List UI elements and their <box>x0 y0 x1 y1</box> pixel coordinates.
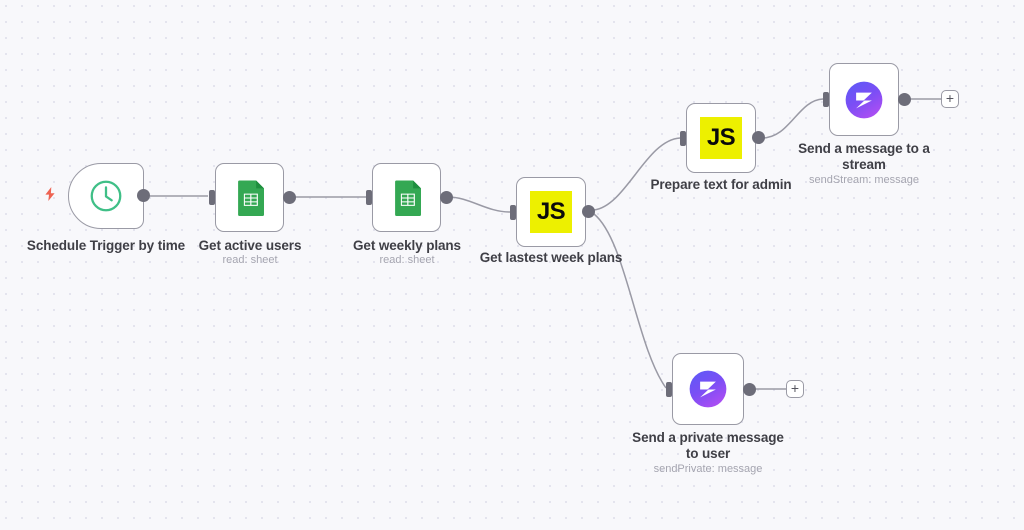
output-port-schedule-trigger[interactable] <box>137 189 150 202</box>
node-label-schedule-trigger: Schedule Trigger by time <box>26 238 186 253</box>
node-schedule-trigger[interactable] <box>68 163 144 229</box>
node-label-get-active-users: Get active users <box>198 238 302 253</box>
input-port-get-weekly-plans[interactable] <box>366 190 372 205</box>
add-node-button-after-stream[interactable]: + <box>941 90 959 108</box>
node-label-send-private-message-to-user: Send a private message to user <box>632 430 784 461</box>
input-port-get-active-users[interactable] <box>209 190 215 205</box>
input-port-send-private-message-to-user[interactable] <box>666 382 672 397</box>
javascript-icon: JS <box>530 191 572 233</box>
edge-lastest-week-to-prepare-text <box>593 137 681 211</box>
node-get-lastest-week-plans[interactable]: JS <box>516 177 586 247</box>
zulip-icon <box>843 79 885 121</box>
edge-prepare-text-to-stream <box>761 98 824 139</box>
clock-icon <box>87 177 125 215</box>
node-get-active-users[interactable] <box>215 163 284 232</box>
node-send-message-to-stream[interactable] <box>829 63 899 136</box>
input-port-prepare-text-for-admin[interactable] <box>680 131 686 146</box>
node-sublabel-get-weekly-plans: read: sheet <box>379 254 435 266</box>
google-sheets-icon <box>229 177 271 219</box>
node-get-weekly-plans[interactable] <box>372 163 441 232</box>
lightning-bolt-icon <box>42 186 58 202</box>
node-send-private-message-to-user[interactable] <box>672 353 744 425</box>
input-port-send-message-to-stream[interactable] <box>823 92 829 107</box>
node-sublabel-send-private-message-to-user: sendPrivate: message <box>653 463 763 475</box>
edge-lastest-week-to-private-message <box>593 213 667 389</box>
output-port-get-lastest-week-plans[interactable] <box>582 205 595 218</box>
add-node-button-after-private[interactable]: + <box>786 380 804 398</box>
javascript-icon: JS <box>700 117 742 159</box>
node-label-send-message-to-stream: Send a message to a stream <box>798 141 930 172</box>
output-port-send-private-message-to-user[interactable] <box>743 383 756 396</box>
node-sublabel-get-active-users: read: sheet <box>222 254 278 266</box>
edge-weekly-plans-to-lastest-week <box>447 196 511 213</box>
output-port-prepare-text-for-admin[interactable] <box>752 131 765 144</box>
output-port-send-message-to-stream[interactable] <box>898 93 911 106</box>
input-port-get-lastest-week-plans[interactable] <box>510 205 516 220</box>
google-sheets-icon <box>386 177 428 219</box>
node-label-get-weekly-plans: Get weekly plans <box>353 238 461 253</box>
zulip-icon <box>687 368 729 410</box>
node-sublabel-send-message-to-stream: sendStream: message <box>808 174 920 186</box>
node-prepare-text-for-admin[interactable]: JS <box>686 103 756 173</box>
node-label-prepare-text-for-admin: Prepare text for admin <box>650 177 792 192</box>
node-label-get-lastest-week-plans: Get lastest week plans <box>479 250 623 265</box>
output-port-get-weekly-plans[interactable] <box>440 191 453 204</box>
output-port-get-active-users[interactable] <box>283 191 296 204</box>
